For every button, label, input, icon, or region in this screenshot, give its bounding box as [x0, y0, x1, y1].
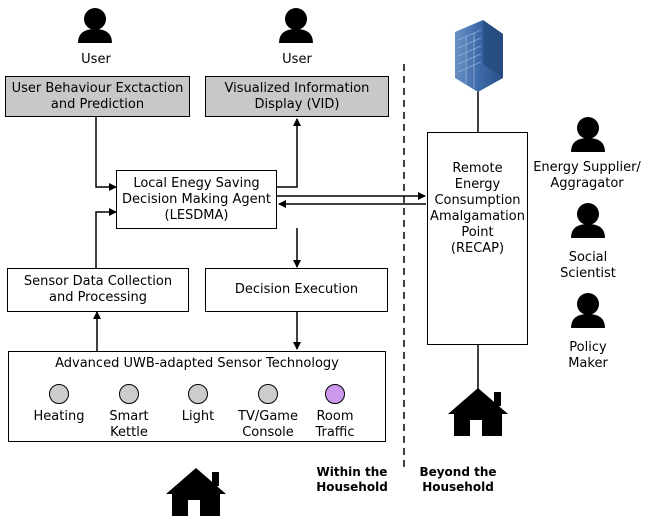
energy-supplier-label: Energy Supplier/ Aggragator	[533, 160, 641, 191]
arrow-sensor-to-lesdma	[95, 208, 117, 268]
policy-maker-icon	[571, 293, 605, 328]
building-icon	[455, 20, 503, 92]
user-behaviour-box: User Behaviour Exctaction and Prediction	[5, 76, 190, 117]
sensor-circle	[119, 384, 139, 404]
sensor-circle	[188, 384, 208, 404]
sensor-circle	[258, 384, 278, 404]
sensor-tech-panel: Advanced UWB-adapted Sensor Technology H…	[8, 351, 386, 442]
user-icon	[279, 8, 313, 43]
policy-maker-label: Policy Maker	[568, 340, 608, 371]
energy-supplier-icon	[571, 117, 605, 152]
sensor-label: Heating	[33, 409, 85, 424]
sensor-label: Light	[181, 409, 215, 424]
sensor-tech-title: Advanced UWB-adapted Sensor Technology	[55, 356, 339, 371]
sensor-label: Room Traffic	[315, 409, 355, 440]
social-scientist-label: Social Scientist	[560, 250, 616, 281]
within-household-label: Within the Household	[316, 465, 388, 494]
sensor-circle	[49, 384, 69, 404]
vid-box: Visualized Information Display (VID)	[205, 76, 389, 117]
arrow-lesdma-to-vid	[277, 118, 301, 188]
beyond-household-label: Beyond the Household	[419, 465, 497, 494]
house-icon	[166, 468, 226, 516]
decision-execution-box: Decision Execution	[205, 268, 388, 312]
user-icon	[78, 8, 112, 43]
user-label: User	[81, 52, 111, 67]
recap-box: Remote Energy Consumption Amalgamation P…	[427, 132, 528, 345]
sensor-label: Smart Kettle	[109, 409, 149, 440]
sensor-circle	[325, 384, 345, 404]
house-icon	[448, 388, 508, 436]
sensor-data-box: Sensor Data Collection and Processing	[7, 268, 189, 312]
lesdma-box: Local Enegy Saving Decision Making Agent…	[116, 170, 277, 229]
user-label: User	[282, 52, 312, 67]
arrow-behaviour-to-lesdma	[95, 117, 117, 191]
sensor-label: TV/Game Console	[238, 409, 298, 440]
social-scientist-icon	[571, 203, 605, 238]
